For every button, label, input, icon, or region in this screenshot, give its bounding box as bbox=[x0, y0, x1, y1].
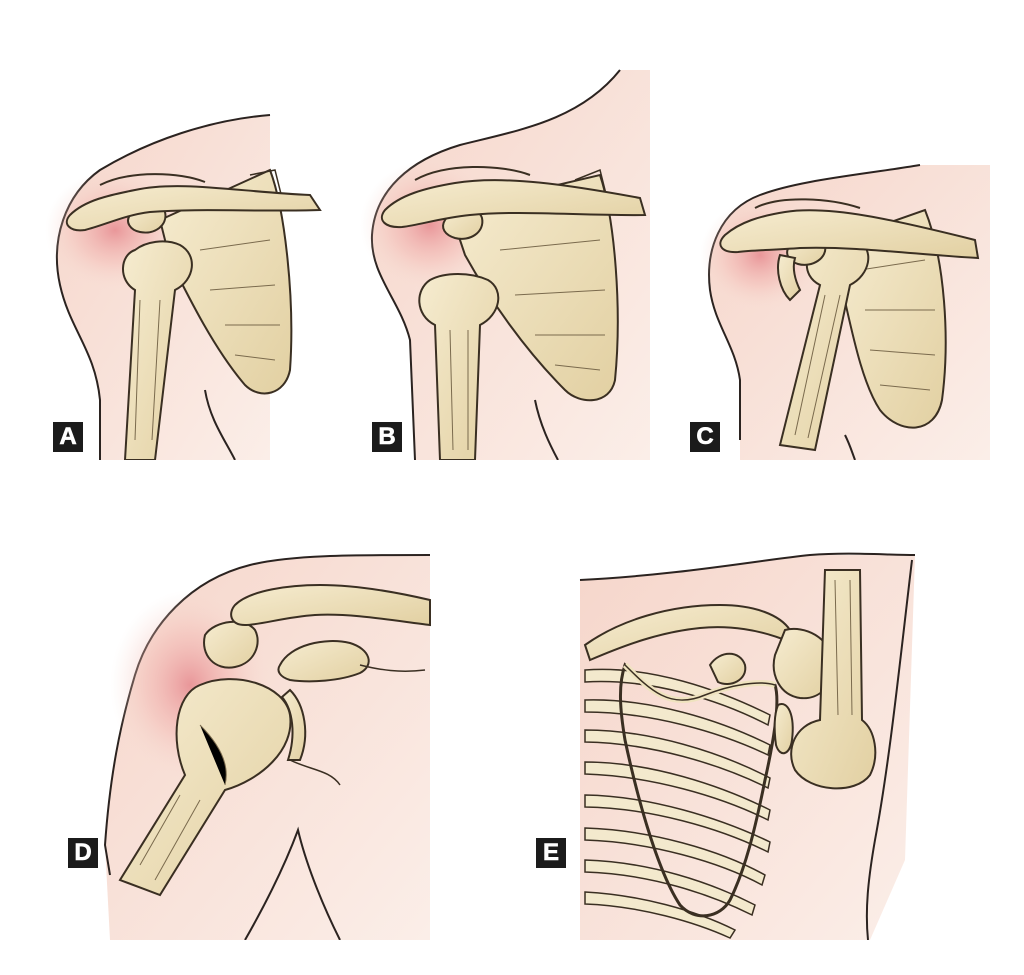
armpit-outline bbox=[204, 389, 236, 460]
shoulder-illustration-a bbox=[40, 100, 340, 460]
armpit-outline bbox=[534, 399, 559, 460]
panel-label-a: A bbox=[53, 422, 83, 452]
armpit-outline bbox=[844, 434, 856, 460]
shoulder-illustration-e bbox=[530, 540, 930, 940]
humerus bbox=[418, 273, 500, 460]
humerus bbox=[118, 678, 292, 897]
skin-outline bbox=[579, 552, 916, 581]
clavicle bbox=[65, 185, 322, 232]
humerus bbox=[790, 569, 877, 790]
shoulder-e-drawing bbox=[579, 552, 916, 940]
shoulder-a-drawing bbox=[45, 114, 322, 460]
scapula bbox=[158, 168, 293, 395]
shoulder-c-drawing bbox=[700, 164, 990, 460]
scapula bbox=[448, 173, 619, 402]
acromion bbox=[203, 620, 259, 669]
panel-label-e: E bbox=[536, 838, 566, 868]
armpit-outline bbox=[244, 826, 341, 940]
shoulder-b-drawing bbox=[360, 69, 650, 460]
panel-label-b: B bbox=[372, 422, 402, 452]
shoulder-illustration-d bbox=[50, 545, 440, 940]
shoulder-illustration-b bbox=[360, 60, 660, 460]
panel-label-c: C bbox=[690, 422, 720, 452]
panel-label-d: D bbox=[68, 838, 98, 868]
shoulder-d-drawing bbox=[103, 554, 431, 940]
clavicle bbox=[230, 583, 431, 627]
clavicle bbox=[719, 209, 980, 260]
back-outline bbox=[865, 559, 913, 940]
shoulder-illustration-c bbox=[680, 150, 1000, 460]
clavicle bbox=[380, 179, 647, 229]
coracoid bbox=[277, 640, 370, 683]
